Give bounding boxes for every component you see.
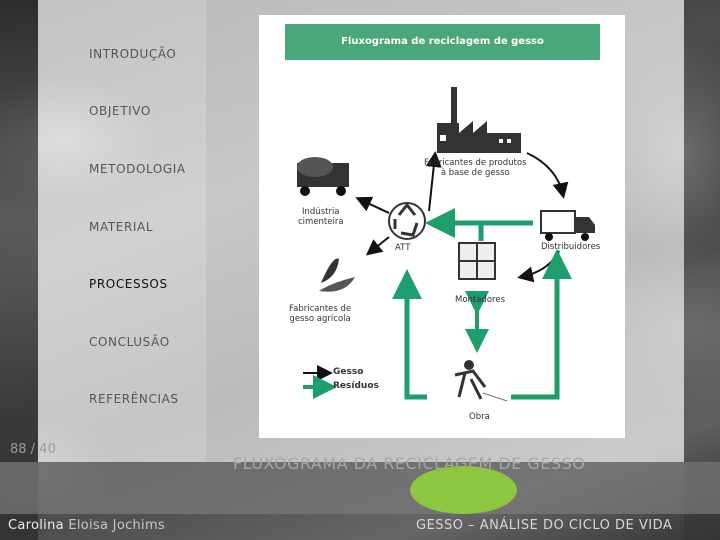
nav-panel — [38, 0, 206, 462]
label-montadores: Montadores — [455, 295, 506, 305]
figure-title: Fluxograma de reciclagem de gesso — [285, 24, 600, 60]
slide-title: FLUXOGRAMA DA RECICLAGEM DE GESSO — [233, 454, 586, 473]
author-last-name: Eloisa Jochims — [63, 518, 166, 533]
worker-icon — [454, 360, 508, 402]
page-number: 88 / 40 — [10, 442, 56, 457]
label-distribuidores: Distribuidores — [541, 242, 601, 252]
right-edge-strip — [684, 0, 720, 540]
legend-residuos: Resíduos — [333, 381, 379, 391]
label-att: ATT — [395, 243, 411, 253]
green-oval-button[interactable] — [410, 466, 517, 514]
recycling-icon — [388, 202, 426, 240]
left-edge-strip — [0, 0, 38, 540]
flowchart-diagram — [297, 87, 595, 402]
legend-gesso: Gesso — [333, 367, 364, 377]
cement-truck-icon — [297, 157, 349, 196]
author-first-name: Carolina — [8, 518, 64, 533]
leaf-icon — [319, 258, 355, 292]
bottom-strip — [0, 514, 720, 540]
nav-item-conclusao[interactable]: CONCLUSÃO — [89, 335, 170, 349]
author-name: Carolina Eloisa Jochims — [8, 518, 165, 533]
nav-item-referencias[interactable]: REFERÊNCIAS — [89, 392, 179, 406]
nav-item-material[interactable]: MATERIAL — [89, 220, 154, 234]
nav-item-objetivo[interactable]: OBJETIVO — [89, 104, 151, 118]
presentation-subject: GESSO – ANÁLISE DO CICLO DE VIDA — [416, 518, 673, 533]
footer-band — [0, 462, 720, 514]
puzzle-icon — [458, 242, 496, 280]
label-obra: Obra — [469, 412, 490, 422]
nav-item-processos[interactable]: PROCESSOS — [89, 277, 168, 291]
nav-item-metodologia[interactable]: METODOLOGIA — [89, 162, 186, 176]
nav-item-introducao[interactable]: INTRODUÇÃO — [89, 47, 177, 61]
factory-icon — [437, 87, 521, 153]
distributor-truck-icon — [540, 210, 595, 241]
